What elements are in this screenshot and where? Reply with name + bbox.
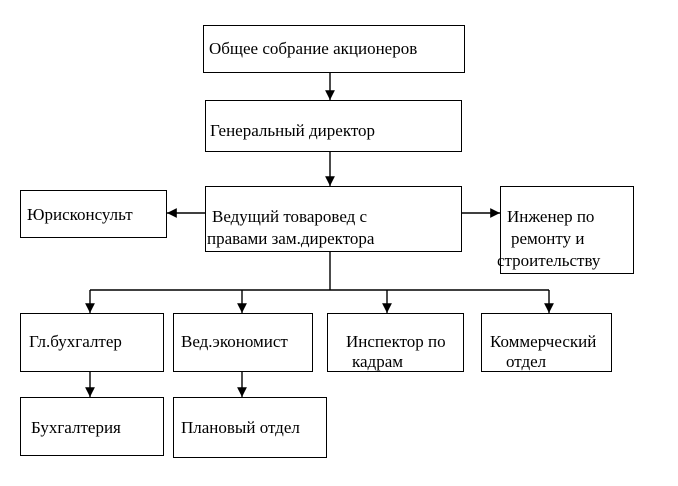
node-planning-department-label: Плановый отдел — [181, 418, 300, 437]
node-general-director-label: Генеральный директор — [210, 121, 376, 140]
node-general-director: Генеральный директор — [205, 100, 462, 152]
node-accounting-label: Бухгалтерия — [31, 418, 121, 437]
node-shareholders-meeting: Общее собрание акционеров — [203, 25, 465, 73]
node-legal-counsel: Юрисконсульт — [20, 190, 167, 238]
node-engineer-label-line2: ремонту и — [511, 229, 585, 248]
node-shareholders-label: Общее собрание акционеров — [209, 39, 418, 58]
node-lead-merchandiser-label-line1: Ведущий товаровед с — [212, 207, 368, 226]
node-lead-economist: Вед.экономист — [173, 313, 313, 372]
node-legal-counsel-label: Юрисконсульт — [27, 205, 133, 224]
node-planning-department: Плановый отдел — [173, 397, 327, 458]
node-engineer-label-line3: строительству — [497, 251, 601, 270]
node-lead-merchandiser: Ведущий товаровед с правами зам.директор… — [205, 186, 462, 252]
node-accounting: Бухгалтерия — [20, 397, 164, 456]
node-engineer-label-line1: Инженер по — [507, 207, 595, 226]
node-engineer: Инженер по ремонту и строительству — [497, 186, 634, 274]
node-hr-inspector-label-line2: кадрам — [352, 352, 403, 371]
node-hr-inspector-label-line1: Инспектор по — [346, 332, 446, 351]
node-lead-economist-label: Вед.экономист — [181, 332, 288, 351]
node-chief-accountant-label: Гл.бухгалтер — [29, 332, 122, 351]
node-hr-inspector: Инспектор по кадрам — [327, 313, 464, 372]
node-lead-merchandiser-label-line2: правами зам.директора — [207, 229, 375, 248]
node-commercial-department-label-line1: Коммерческий — [490, 332, 597, 351]
node-commercial-department: Коммерческий отдел — [481, 313, 612, 372]
node-commercial-department-label-line2: отдел — [506, 352, 547, 371]
node-chief-accountant: Гл.бухгалтер — [20, 313, 164, 372]
